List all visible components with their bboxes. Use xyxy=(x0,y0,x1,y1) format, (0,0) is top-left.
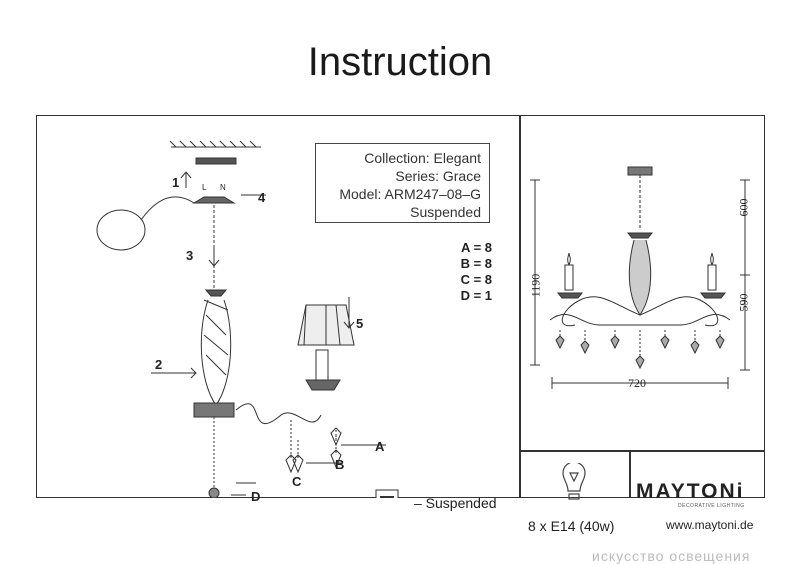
dimension-width: 720 xyxy=(628,376,646,390)
crystal-c xyxy=(285,454,297,474)
wire-l: L xyxy=(202,183,207,192)
brand-url[interactable]: www.maytoni.de xyxy=(666,518,754,532)
count-a: A = 8 xyxy=(461,240,492,255)
step-5: 5 xyxy=(356,316,364,331)
model: Model: ARM247–08–G xyxy=(339,186,481,202)
crystal-a xyxy=(330,427,342,447)
divider xyxy=(519,115,521,498)
bulb-icon xyxy=(562,463,586,500)
brand-logo: MAYTONi xyxy=(636,480,745,503)
instruction-frame xyxy=(36,115,765,498)
bulb-spec: 8 x E14 (40w) xyxy=(528,518,615,534)
count-b: B = 8 xyxy=(460,256,492,271)
series: Series: Grace xyxy=(395,168,481,184)
step-3: 3 xyxy=(186,248,194,263)
crystal-d xyxy=(208,487,220,498)
part-d: D xyxy=(251,489,261,504)
dimension-diagram xyxy=(530,166,750,389)
divider xyxy=(629,450,631,498)
step-4: 4 xyxy=(258,190,266,205)
detail-circle xyxy=(96,209,146,251)
watermark: искусство освещения xyxy=(592,548,751,564)
collection: Collection: Elegant xyxy=(364,150,481,166)
brand-tagline: DECORATIVE LIGHTING xyxy=(678,503,745,509)
mount-type: Suspended xyxy=(410,204,481,220)
canopy xyxy=(192,196,236,204)
wire-n: N xyxy=(220,183,226,192)
leader-lines xyxy=(231,194,386,496)
assembly-diagram xyxy=(96,140,399,498)
page-title: Instruction xyxy=(307,40,493,84)
part-counts: A = 8 B = 8 C = 8 D = 1 xyxy=(440,240,492,304)
spiral-body xyxy=(200,299,232,406)
part-c: C xyxy=(292,474,302,489)
dimension-height-body: 590 xyxy=(736,293,751,312)
part-a: A xyxy=(375,439,385,454)
dimension-height-top: 600 xyxy=(736,198,751,217)
count-c: C = 8 xyxy=(460,272,492,287)
suspended-label: – Suspended xyxy=(414,495,497,511)
arm xyxy=(235,403,322,425)
step-1: 1 xyxy=(172,175,180,190)
part-b: B xyxy=(335,457,345,472)
step-2: 2 xyxy=(155,357,163,372)
count-d: D = 1 xyxy=(460,288,492,303)
divider xyxy=(519,450,765,452)
dimension-height-total: 1190 xyxy=(528,273,543,298)
product-info-box: Collection: Elegant Series: Grace Model:… xyxy=(315,143,490,223)
